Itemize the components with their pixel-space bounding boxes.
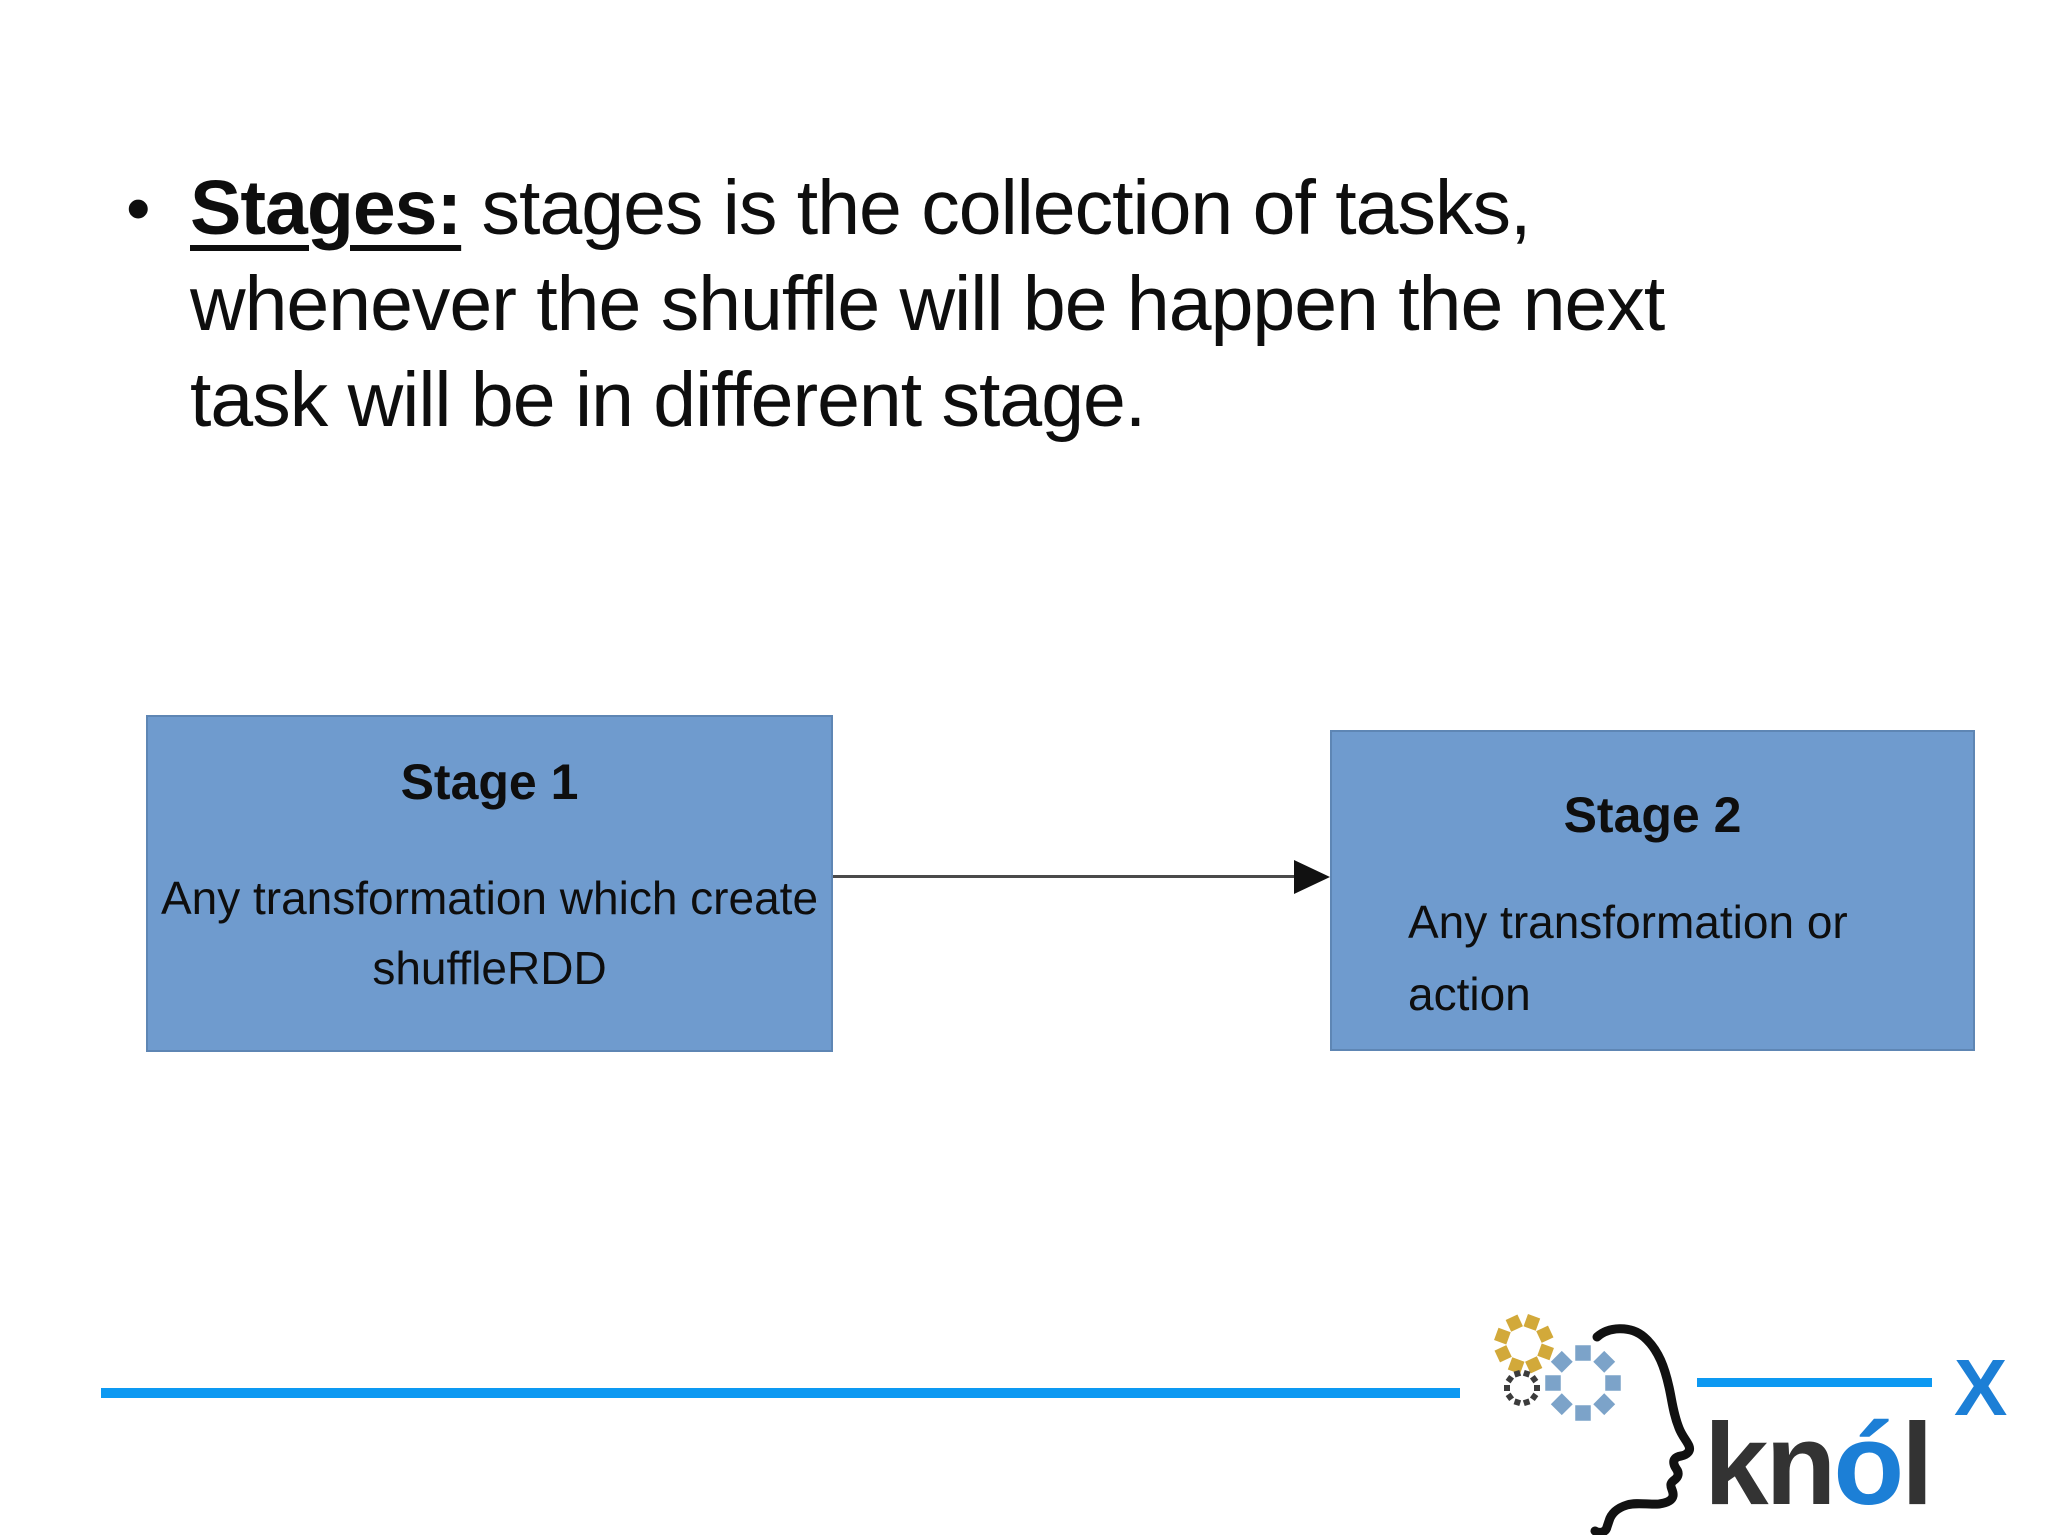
- stage1-title: Stage 1: [400, 754, 579, 810]
- logo-head-gears-icon: [1494, 1314, 1694, 1535]
- logo-text-kn: kn: [1704, 1399, 1836, 1529]
- logo-x-superscript: X: [1954, 1343, 2008, 1432]
- stage1-body: Any transformation which create shuffleRD…: [148, 863, 831, 1003]
- logo-text-l: l: [1901, 1399, 1933, 1529]
- stage2-box: Stage 2 Any transformation or action: [1330, 730, 1975, 1051]
- stage2-title: Stage 2: [1563, 787, 1742, 843]
- bullet-line3: task will be in different stage.: [190, 357, 1146, 443]
- logo-line: [1697, 1378, 1932, 1387]
- stage2-body-line2: action: [1408, 968, 1531, 1020]
- bullet-line1-rest: stages is the collection of tasks,: [461, 165, 1532, 251]
- logo-text-o: ó: [1833, 1399, 1904, 1529]
- gear-blue-icon: [1545, 1345, 1621, 1421]
- stage1-body-line2: shuffleRDD: [372, 942, 607, 994]
- bullet-line2: whenever the shuffle will be happen the …: [190, 261, 1665, 347]
- footer-divider-line: [101, 1388, 1460, 1398]
- stage2-body: Any transformation or action: [1408, 886, 1908, 1030]
- stage1-body-line1: Any transformation which create: [160, 872, 819, 924]
- bullet-point: • Stages: stages is the collection of ta…: [126, 160, 1886, 448]
- stage1-box: Stage 1 Any transformation which create s…: [146, 715, 833, 1052]
- gear-dark-icon: [1504, 1369, 1540, 1407]
- bullet-term: Stages:: [190, 165, 462, 251]
- flow-arrow-line: [833, 875, 1298, 878]
- bullet-text: Stages: stages is the collection of task…: [190, 160, 1665, 448]
- flow-arrow-head-icon: [1294, 860, 1330, 894]
- head-profile-icon: [1590, 1324, 1694, 1535]
- stage2-body-line1: Any transformation or: [1408, 896, 1848, 948]
- bullet-marker: •: [126, 169, 151, 247]
- gear-yellow-icon: [1494, 1314, 1554, 1374]
- logo-wordmark: knól: [1704, 1404, 1933, 1524]
